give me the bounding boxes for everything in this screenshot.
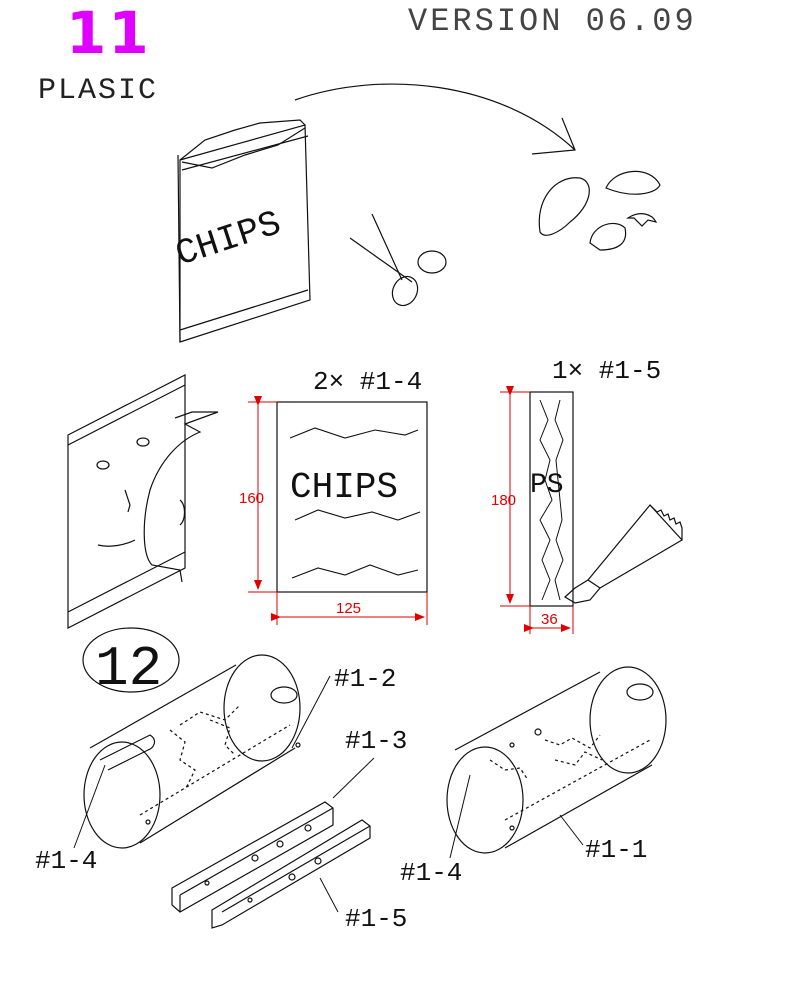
scissors-icon — [349, 213, 447, 307]
leader-lines — [73, 675, 584, 913]
chips-pieces — [538, 170, 661, 251]
label-part-1-3: #1-3 — [345, 726, 407, 756]
next-step-number: 12 — [95, 637, 162, 701]
page-title: PLASIC — [38, 74, 159, 108]
cylinder-right — [446, 666, 667, 854]
panel-narrow-text: PS — [530, 470, 564, 501]
step-number: 11 — [66, 0, 151, 67]
panel-narrow-width: 36 — [541, 611, 558, 628]
cut-bag-piece — [67, 374, 219, 629]
panel-large-count: 2× #1-4 — [313, 367, 422, 397]
label-part-1-2: #1-2 — [334, 664, 396, 694]
panel-large-height: 160 — [239, 490, 264, 507]
panel-narrow: PS 1× #1-5 180 36 — [491, 356, 661, 634]
label-part-1-4-right: #1-4 — [400, 858, 462, 888]
panel-large-text: CHIPS — [290, 467, 398, 508]
panel-large-width: 125 — [336, 600, 361, 617]
next-step-badge: 12 — [82, 627, 180, 701]
version-label: VERSION 06.09 — [408, 3, 697, 40]
cylinder-left — [83, 654, 301, 849]
label-part-1-4-left: #1-4 — [35, 846, 97, 876]
glue-tube-icon — [563, 504, 683, 604]
panel-large: CHIPS 2× #1-4 160 125 — [239, 367, 428, 625]
panel-narrow-height: 180 — [491, 492, 516, 509]
chip-bag: CHIPS — [171, 119, 311, 343]
rails — [171, 801, 371, 929]
label-part-1-1: #1-1 — [585, 835, 647, 865]
curved-arrow-icon — [294, 83, 576, 155]
panel-narrow-count: 1× #1-5 — [552, 356, 661, 386]
label-part-1-5: #1-5 — [345, 904, 407, 934]
bag-label: CHIPS — [171, 203, 286, 275]
